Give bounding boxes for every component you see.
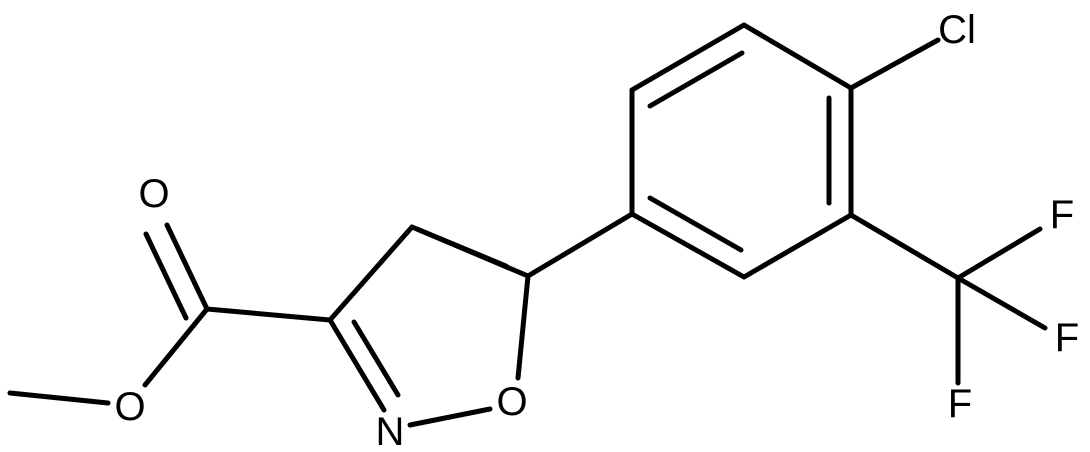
- bond-c3-carbonyl-c: [204, 306, 333, 323]
- atom-label-n-ring: N: [376, 410, 405, 452]
- ester-group: [7, 222, 333, 406]
- bond-benzene-c5-c6-inner: [647, 195, 744, 253]
- bond-c5-c4-inner: [414, 226, 509, 269]
- atom-label-o-ester: O: [114, 385, 145, 429]
- atom-label-o-ring: O: [496, 380, 527, 424]
- bond-benzene-c5-c6: [629, 211, 747, 280]
- bond-benzene-c4-c5: [741, 212, 854, 280]
- bond-o-c5: [515, 273, 531, 381]
- bond-aryl-isoxazole: [525, 211, 635, 279]
- bond-n-o: [407, 406, 493, 428]
- atom-label-f1: F: [1050, 193, 1074, 237]
- bond-carbonyl-c-oester: [142, 306, 210, 388]
- bond-benzene-c1-c2: [629, 22, 747, 93]
- isoxazole-ring: [327, 224, 531, 428]
- atom-label-o-carbonyl: O: [138, 172, 169, 216]
- bond-benzene-c2-c3: [741, 22, 854, 91]
- bond-c3-n: [327, 317, 387, 413]
- bond-cf3-f1: [955, 226, 1043, 281]
- atom-label-cl: Cl: [938, 8, 976, 52]
- bond-c-cf3: [848, 212, 961, 281]
- bond-c4-c3: [327, 224, 415, 323]
- bond-carbonyl-c-o-double: [143, 231, 189, 321]
- aryl-link: [525, 211, 635, 279]
- atom-label-f3: F: [948, 382, 972, 426]
- bond-c3-n-inner: [351, 319, 401, 398]
- bond-oester-methyl: [7, 390, 111, 406]
- benzene-ring: [629, 22, 854, 280]
- bond-carbonyl-c-o: [164, 222, 210, 312]
- bond-benzene-c1-c2-inner: [647, 50, 745, 109]
- atom-label-f2: F: [1055, 316, 1079, 360]
- benzene-substituents: [848, 37, 1048, 386]
- bond-cf3-f2: [955, 275, 1048, 331]
- bond-c-cl: [848, 37, 941, 91]
